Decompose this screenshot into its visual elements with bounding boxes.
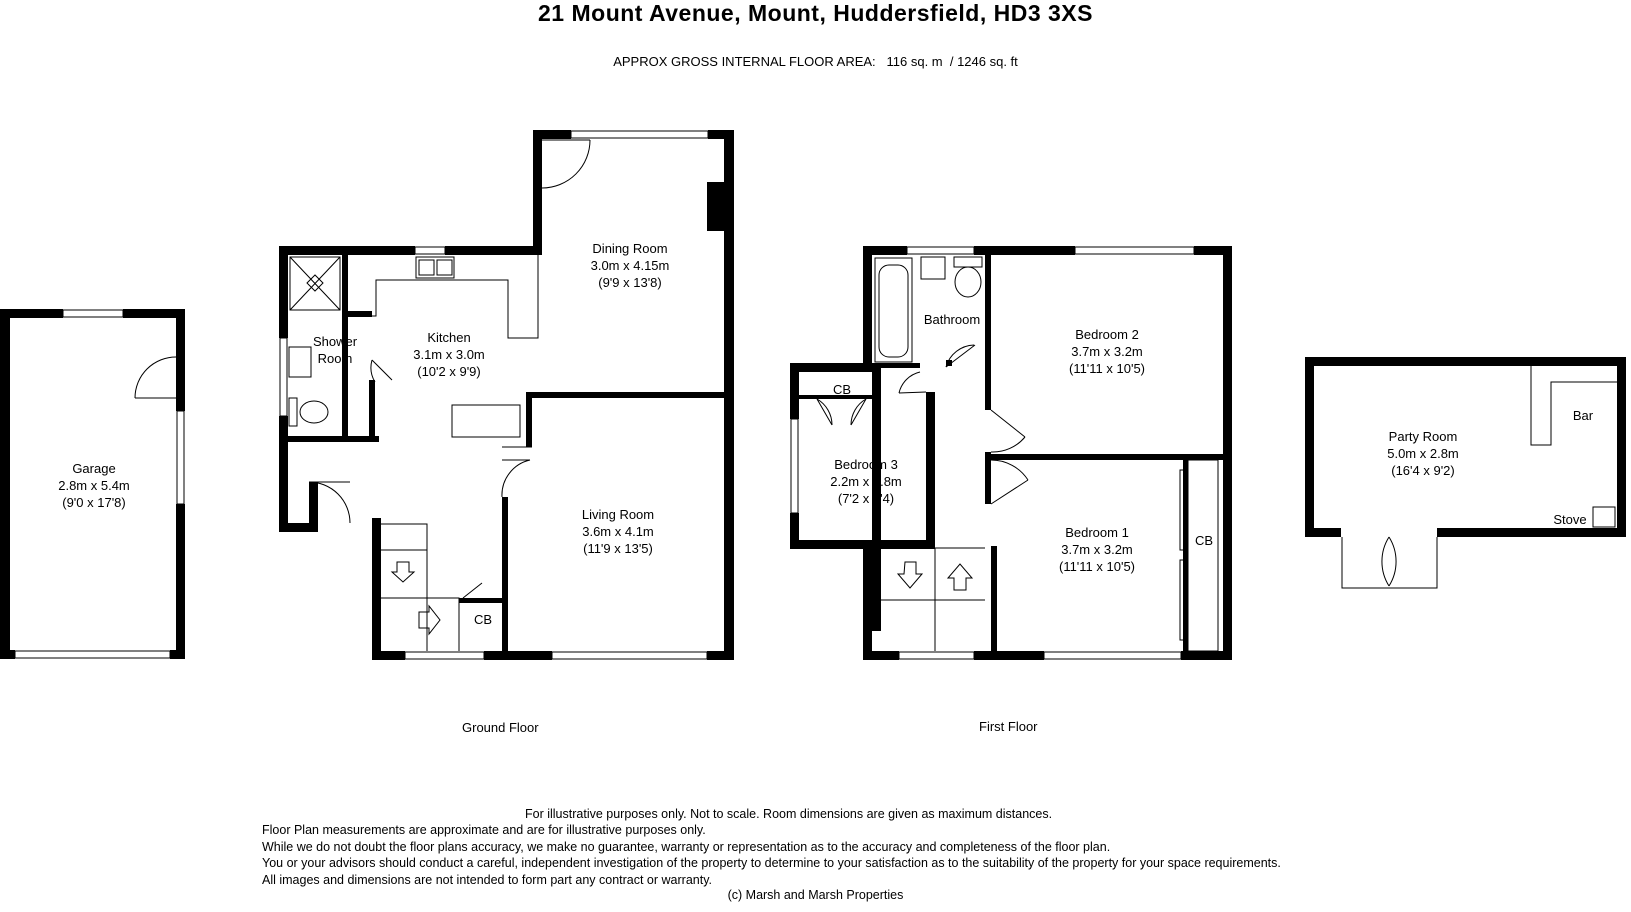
kitchen-label: Kitchen: [427, 330, 470, 345]
ground-floor-walls: [279, 130, 734, 660]
dining-room-label: Dining Room: [592, 241, 667, 256]
disclaimer-line-2: Floor Plan measurements are approximate …: [262, 823, 706, 838]
bedroom-3-metric: 2.2m x 2.8m: [830, 474, 902, 489]
disclaimer-line-5: All images and dimensions are not intend…: [262, 872, 712, 887]
bedroom-1-metric: 3.7m x 3.2m: [1061, 542, 1133, 557]
kitchen-imperial: (10'2 x 9'9): [417, 364, 481, 379]
ground-floor-caption: Ground Floor: [462, 720, 539, 735]
bedroom-2-label: Bedroom 2: [1075, 327, 1139, 342]
garage-imperial: (9'0 x 17'8): [62, 495, 126, 510]
living-room-imperial: (11'9 x 13'5): [583, 541, 653, 556]
garage-label: Garage: [72, 461, 115, 476]
disclaimer-line-4: You or your advisors should conduct a ca…: [262, 856, 1281, 871]
party-room-walls: [1305, 357, 1626, 537]
disclaimer-block: For illustrative purposes only. Not to s…: [262, 806, 1281, 888]
disclaimer-line-3: While we do not doubt the floor plans ac…: [262, 839, 1111, 854]
bedroom-1-wardrobe-label: CB: [1195, 533, 1213, 548]
living-room-metric: 3.6m x 4.1m: [582, 524, 654, 539]
bathroom-label: Bathroom: [924, 312, 980, 327]
ground-cupboard-label: CB: [474, 612, 492, 627]
copyright-notice: (c) Marsh and Marsh Properties: [727, 888, 904, 902]
dining-room-metric: 3.0m x 4.15m: [591, 258, 670, 273]
stove-label: Stove: [1553, 512, 1586, 527]
party-room-imperial: (16'4 x 9'2): [1391, 463, 1455, 478]
dining-room-imperial: (9'9 x 13'8): [598, 275, 662, 290]
shower-room-label-1: Shower: [313, 334, 358, 349]
bedroom-1-imperial: (11'11 x 10'5): [1059, 559, 1135, 574]
bedroom-3-label: Bedroom 3: [834, 457, 898, 472]
kitchen-metric: 3.1m x 3.0m: [413, 347, 485, 362]
first-floor-caption: First Floor: [979, 719, 1038, 734]
shower-room-label-2: Room: [318, 351, 353, 366]
property-address-title: 21 Mount Avenue, Mount, Huddersfield, HD…: [538, 0, 1093, 26]
first-floor-walls: [790, 246, 1232, 660]
bedroom-3-imperial: (7'2 x 9'4): [838, 491, 894, 506]
party-room-label: Party Room: [1389, 429, 1458, 444]
garage-metric: 2.8m x 5.4m: [58, 478, 130, 493]
bedroom-2-metric: 3.7m x 3.2m: [1071, 344, 1143, 359]
disclaimer-line-1: For illustrative purposes only. Not to s…: [525, 807, 1053, 821]
living-room-label: Living Room: [582, 507, 654, 522]
floor-area-summary: APPROX GROSS INTERNAL FLOOR AREA: 116 sq…: [613, 54, 1018, 69]
garage-walls: [0, 309, 185, 659]
bar-label: Bar: [1573, 408, 1594, 423]
bedroom-3-cupboard-label: CB: [833, 382, 851, 397]
bedroom-2-imperial: (11'11 x 10'5): [1069, 361, 1145, 376]
party-room-metric: 5.0m x 2.8m: [1387, 446, 1459, 461]
bedroom-1-label: Bedroom 1: [1065, 525, 1129, 540]
